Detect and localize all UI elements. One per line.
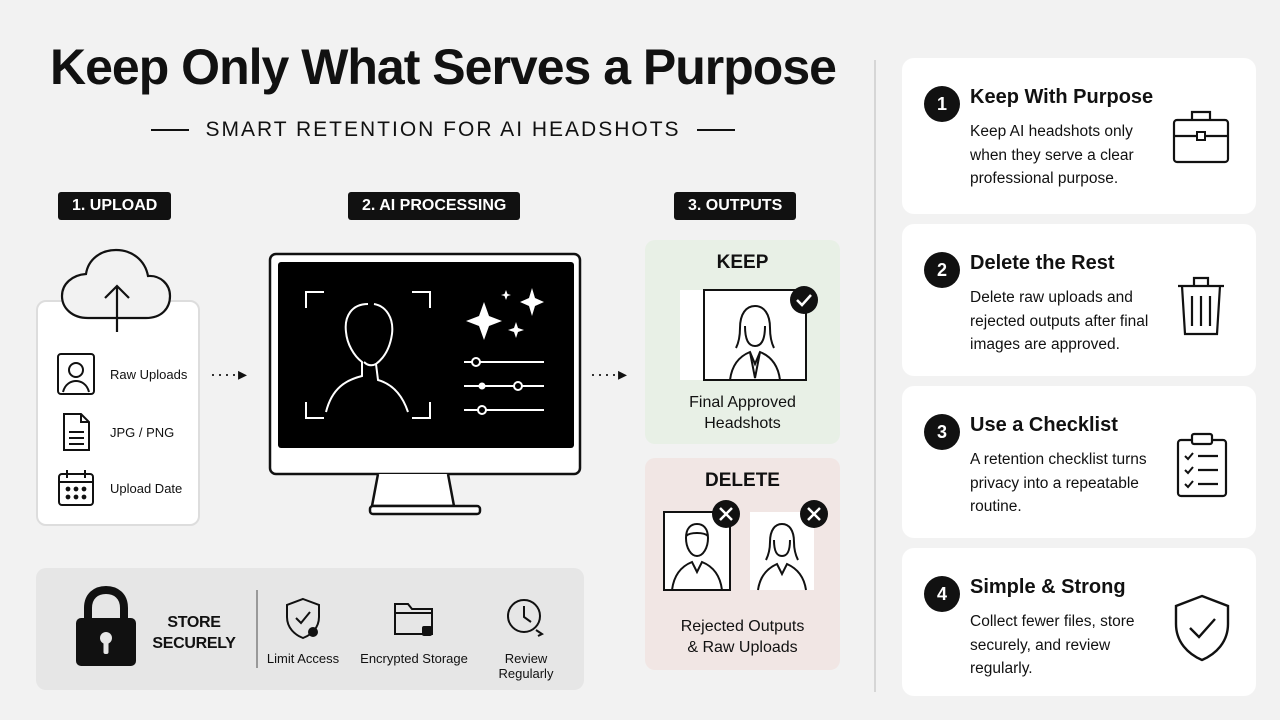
approved-headshot-icon [680, 286, 818, 381]
step-upload-tag: 1. UPLOAD [58, 192, 172, 220]
subtitle-dash-right [696, 129, 735, 131]
store-securely-title: STORE SECURELY [146, 612, 242, 654]
limit-access-label: Limit Access [266, 651, 340, 666]
card-heading: Use a Checklist [970, 414, 1118, 436]
store-securely-title-line-1: STORE [167, 614, 221, 631]
person-photo-icon [57, 353, 95, 395]
card-body: Collect fewer files, store securely, and… [970, 613, 1135, 677]
card-heading: Delete the Rest [970, 252, 1115, 274]
upload-item-raw: Raw Uploads [56, 352, 187, 396]
trash-icon [1178, 276, 1224, 336]
limit-access-item: Limit Access [262, 596, 344, 666]
cloud-upload-icon [60, 248, 172, 332]
store-securely-panel: STORE SECURELY Limit Access Encrypted St… [36, 568, 584, 690]
delete-caption-line-1: Rejected Outputs [680, 618, 805, 635]
step-processing-tag: 2. AI PROCESSING [348, 192, 521, 220]
encrypted-storage-item: Encrypted Storage [358, 596, 470, 666]
upload-panel: Raw Uploads JPG / PNG Upload Date [36, 300, 200, 526]
upload-item-label: JPG / PNG [110, 424, 175, 440]
section-divider [874, 60, 876, 692]
subtitle: SMART RETENTION FOR AI HEADSHOTS [150, 118, 736, 142]
subtitle-text: SMART RETENTION FOR AI HEADSHOTS [205, 118, 681, 141]
upload-item-label: Raw Uploads [110, 366, 188, 382]
card-heading: Simple & Strong [970, 576, 1126, 598]
document-icon [63, 413, 90, 451]
checklist-icon [1176, 432, 1228, 498]
card-number: 2 [924, 252, 960, 288]
upload-item-format: JPG / PNG [56, 412, 174, 452]
encrypted-storage-label: Encrypted Storage [360, 651, 468, 666]
store-securely-divider [256, 590, 258, 668]
delete-label: DELETE [705, 470, 780, 491]
step-outputs-tag: 3. OUTPUTS [674, 192, 797, 220]
padlock-icon [76, 586, 136, 666]
review-regularly-item: Review Regularly [476, 596, 576, 681]
shield-check-icon [1174, 594, 1230, 662]
calendar-icon [58, 470, 94, 506]
monitor-ai-processing [268, 252, 582, 516]
folder-lock-icon [394, 603, 433, 636]
page-title: Keep Only What Serves a Purpose [50, 39, 837, 95]
delete-caption-line-2: & Raw Uploads [687, 639, 798, 656]
keep-caption-line-1: Final Approved [689, 394, 796, 411]
flow-arrow-1: ····▸ [210, 364, 249, 384]
shield-lock-icon [286, 597, 320, 640]
card-body: Delete raw uploads and rejected outputs … [970, 289, 1149, 353]
card-keep-with-purpose: 1 Keep With Purpose Keep AI headshots on… [902, 58, 1256, 214]
flow-arrow-2: ····▸ [590, 364, 629, 384]
card-number: 4 [924, 576, 960, 612]
card-use-a-checklist: 3 Use a Checklist A retention checklist … [902, 386, 1256, 538]
review-regularly-label: Review Regularly [498, 651, 554, 681]
card-number: 1 [924, 86, 960, 122]
card-body: Keep AI headshots only when they serve a… [970, 123, 1134, 187]
card-number: 3 [924, 414, 960, 450]
rejected-headshots-icon [663, 500, 828, 591]
keep-caption-line-2: Headshots [704, 415, 781, 432]
card-delete-the-rest: 2 Delete the Rest Delete raw uploads and… [902, 224, 1256, 376]
briefcase-icon [1172, 110, 1230, 164]
clock-review-icon [507, 599, 544, 637]
keep-label: KEEP [716, 252, 769, 273]
card-body: A retention checklist turns privacy into… [970, 451, 1147, 515]
card-heading: Keep With Purpose [970, 86, 1154, 108]
store-securely-title-line-2: SECURELY [152, 635, 236, 652]
subtitle-dash-left [151, 129, 190, 131]
upload-item-label: Upload Date [110, 480, 183, 496]
upload-item-date: Upload Date [56, 468, 182, 508]
card-simple-and-strong: 4 Simple & Strong Collect fewer files, s… [902, 548, 1256, 696]
